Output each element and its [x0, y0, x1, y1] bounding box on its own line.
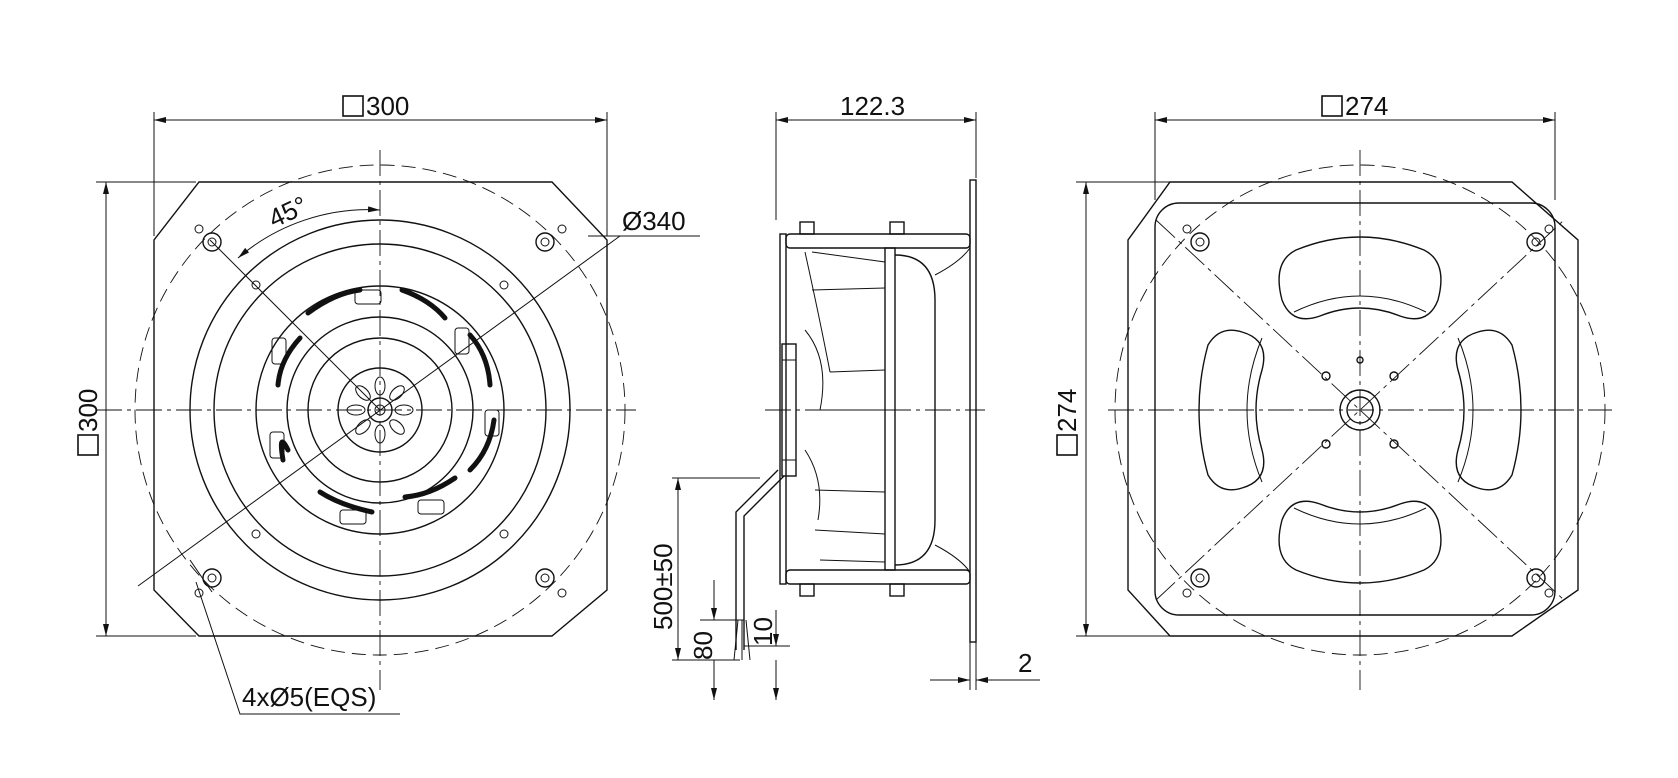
front-small-holes: [251, 280, 509, 539]
angle-arc: [237, 206, 381, 259]
rear-view: 274 274: [1052, 91, 1612, 690]
side-flange: [969, 179, 977, 643]
dim-10-label: 10: [748, 617, 778, 646]
rear-mount-holes: [1182, 224, 1554, 598]
side-bottom-rail: [785, 569, 971, 585]
front-45-guide: [209, 239, 381, 411]
rear-hub: [1339, 389, 1381, 431]
front-ring-2: [213, 243, 547, 577]
depth-label: 122.3: [840, 91, 905, 121]
side-blades: [804, 251, 886, 563]
front-motor-ring: [337, 367, 423, 453]
side-bottom-stud-2: [889, 583, 905, 597]
rear-inner-plate: [1154, 202, 1556, 616]
side-top-stud: [799, 221, 815, 235]
cable-label: 500±50: [648, 543, 678, 630]
rear-width-label: 274: [1345, 91, 1388, 121]
dim-80-label: 80: [688, 631, 718, 660]
rear-hub-inner: [1346, 396, 1374, 424]
square-symbol: [342, 95, 364, 117]
mount-holes-label: 4xØ5(EQS): [242, 682, 376, 712]
front-plate-outline: [153, 181, 608, 637]
side-cable: [735, 469, 779, 650]
front-shaft-inner: [374, 404, 386, 416]
mount-holes-leader: [195, 581, 400, 715]
diameter-label: Ø340: [622, 206, 686, 236]
side-top-rail: [785, 233, 971, 249]
side-inlet-curve: [894, 254, 936, 566]
side-motor-plate: [779, 233, 787, 585]
angle-label: 45°: [264, 190, 312, 234]
front-dia-leader: [137, 235, 621, 587]
square-symbol: [77, 434, 99, 456]
front-view: 45° 300 300 Ø340 4xØ5(EQS): [73, 91, 700, 715]
side-top-stud-2: [889, 221, 905, 235]
front-hub-ring: [307, 337, 453, 483]
rear-height-label: 274: [1052, 389, 1082, 432]
square-symbol: [1056, 434, 1078, 456]
front-ring-outer: [189, 219, 571, 601]
front-impeller-inner: [286, 316, 474, 504]
side-rim: [884, 247, 896, 571]
front-mount-holes: [194, 224, 567, 598]
front-blade-pockets: [269, 289, 500, 525]
front-impeller-outer: [255, 285, 505, 535]
side-view: 122.3 500±50 80 10 2: [648, 91, 1040, 700]
front-shaft: [367, 397, 393, 423]
rear-hub-holes: [1321, 356, 1399, 449]
front-height-label: 300: [73, 389, 103, 432]
square-symbol: [1321, 95, 1343, 117]
front-width-label: 300: [366, 91, 409, 121]
side-motor-box: [781, 343, 797, 477]
rear-plate-outline: [1127, 181, 1579, 637]
rear-openings: [1198, 236, 1522, 584]
front-impeller-blades: [275, 287, 497, 515]
side-bottom-stud: [799, 583, 815, 597]
flange-label: 2: [1018, 648, 1032, 678]
